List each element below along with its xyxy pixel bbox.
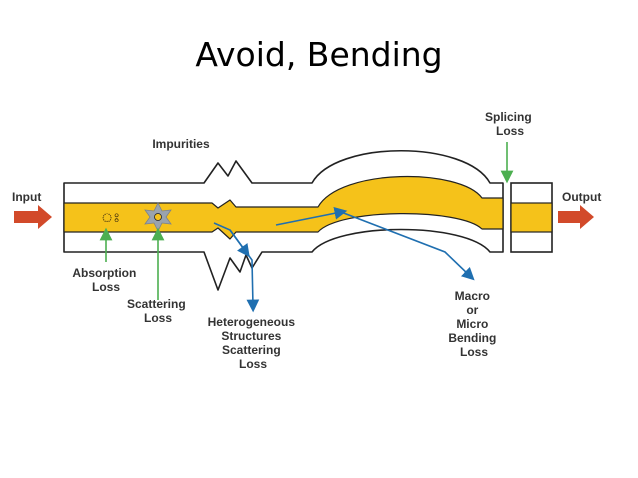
scattering-loss-label: Scattering Loss [127, 297, 189, 325]
heterogeneous-scatter-arrow-2 [229, 229, 260, 313]
scattering-center-icon [154, 213, 162, 221]
input-arrow [14, 205, 52, 229]
fiber-core [63, 175, 504, 240]
absorption-particle-icon: ঃ [101, 211, 120, 226]
slide-title: Avoid, Bending [195, 35, 443, 74]
input-label: Input [12, 190, 41, 204]
output-arrow [558, 205, 594, 229]
fiber-core-after-splice [510, 202, 553, 233]
heterogeneous-structures-label: Heterogeneous Structures Scattering Loss [208, 315, 299, 371]
absorption-loss-label: Absorption Loss [72, 266, 139, 294]
bending-loss-arrow [340, 211, 475, 281]
output-label: Output [562, 190, 601, 204]
splicing-loss-label: Splicing Loss [485, 110, 535, 138]
impurities-label: Impurities [152, 137, 210, 151]
bending-loss-label: Macro or Micro Bending Loss [448, 289, 499, 359]
bending-light-ray [275, 206, 348, 226]
